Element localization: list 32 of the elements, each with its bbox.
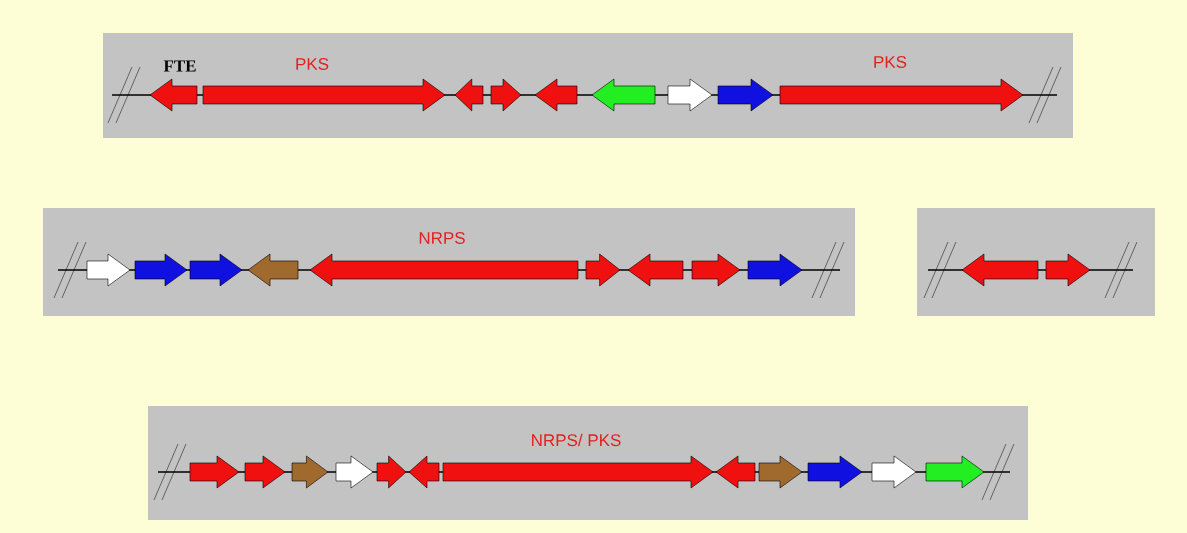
gene-symbol [667,78,713,112]
gene-symbol [961,253,1039,287]
gene-symbol [585,253,621,287]
gene-symbol [134,253,188,287]
gene-symbol [454,78,484,112]
gene-symbol [244,455,286,489]
gene-symbol [335,455,374,489]
gene-symbol [247,253,299,287]
gene-symbol [1045,253,1091,287]
gene-label: FTE [163,60,196,72]
gene-symbol [189,455,240,489]
gene-symbol [86,253,131,287]
gene-symbol [871,455,917,489]
gene-symbol [717,78,774,112]
gene-symbol [408,455,440,489]
gene-label: NRPS/ PKS [532,433,621,447]
gene-symbol [925,455,985,489]
gene-symbol [534,78,578,112]
gene-label: PKS [296,57,329,70]
gene-label: PKS [874,55,907,68]
gene-symbol [291,455,329,489]
gene-symbol [747,253,803,287]
gene-symbol [627,253,684,287]
gene-symbol [807,455,863,489]
gene-symbol [591,78,656,112]
gene-symbol [691,253,741,287]
gene-symbol [376,455,407,489]
gene-symbol [758,455,803,489]
gene-symbol [490,78,522,112]
gene-symbol [189,253,243,287]
gene-symbol [715,455,756,489]
gene-label: NRPS [419,231,465,244]
